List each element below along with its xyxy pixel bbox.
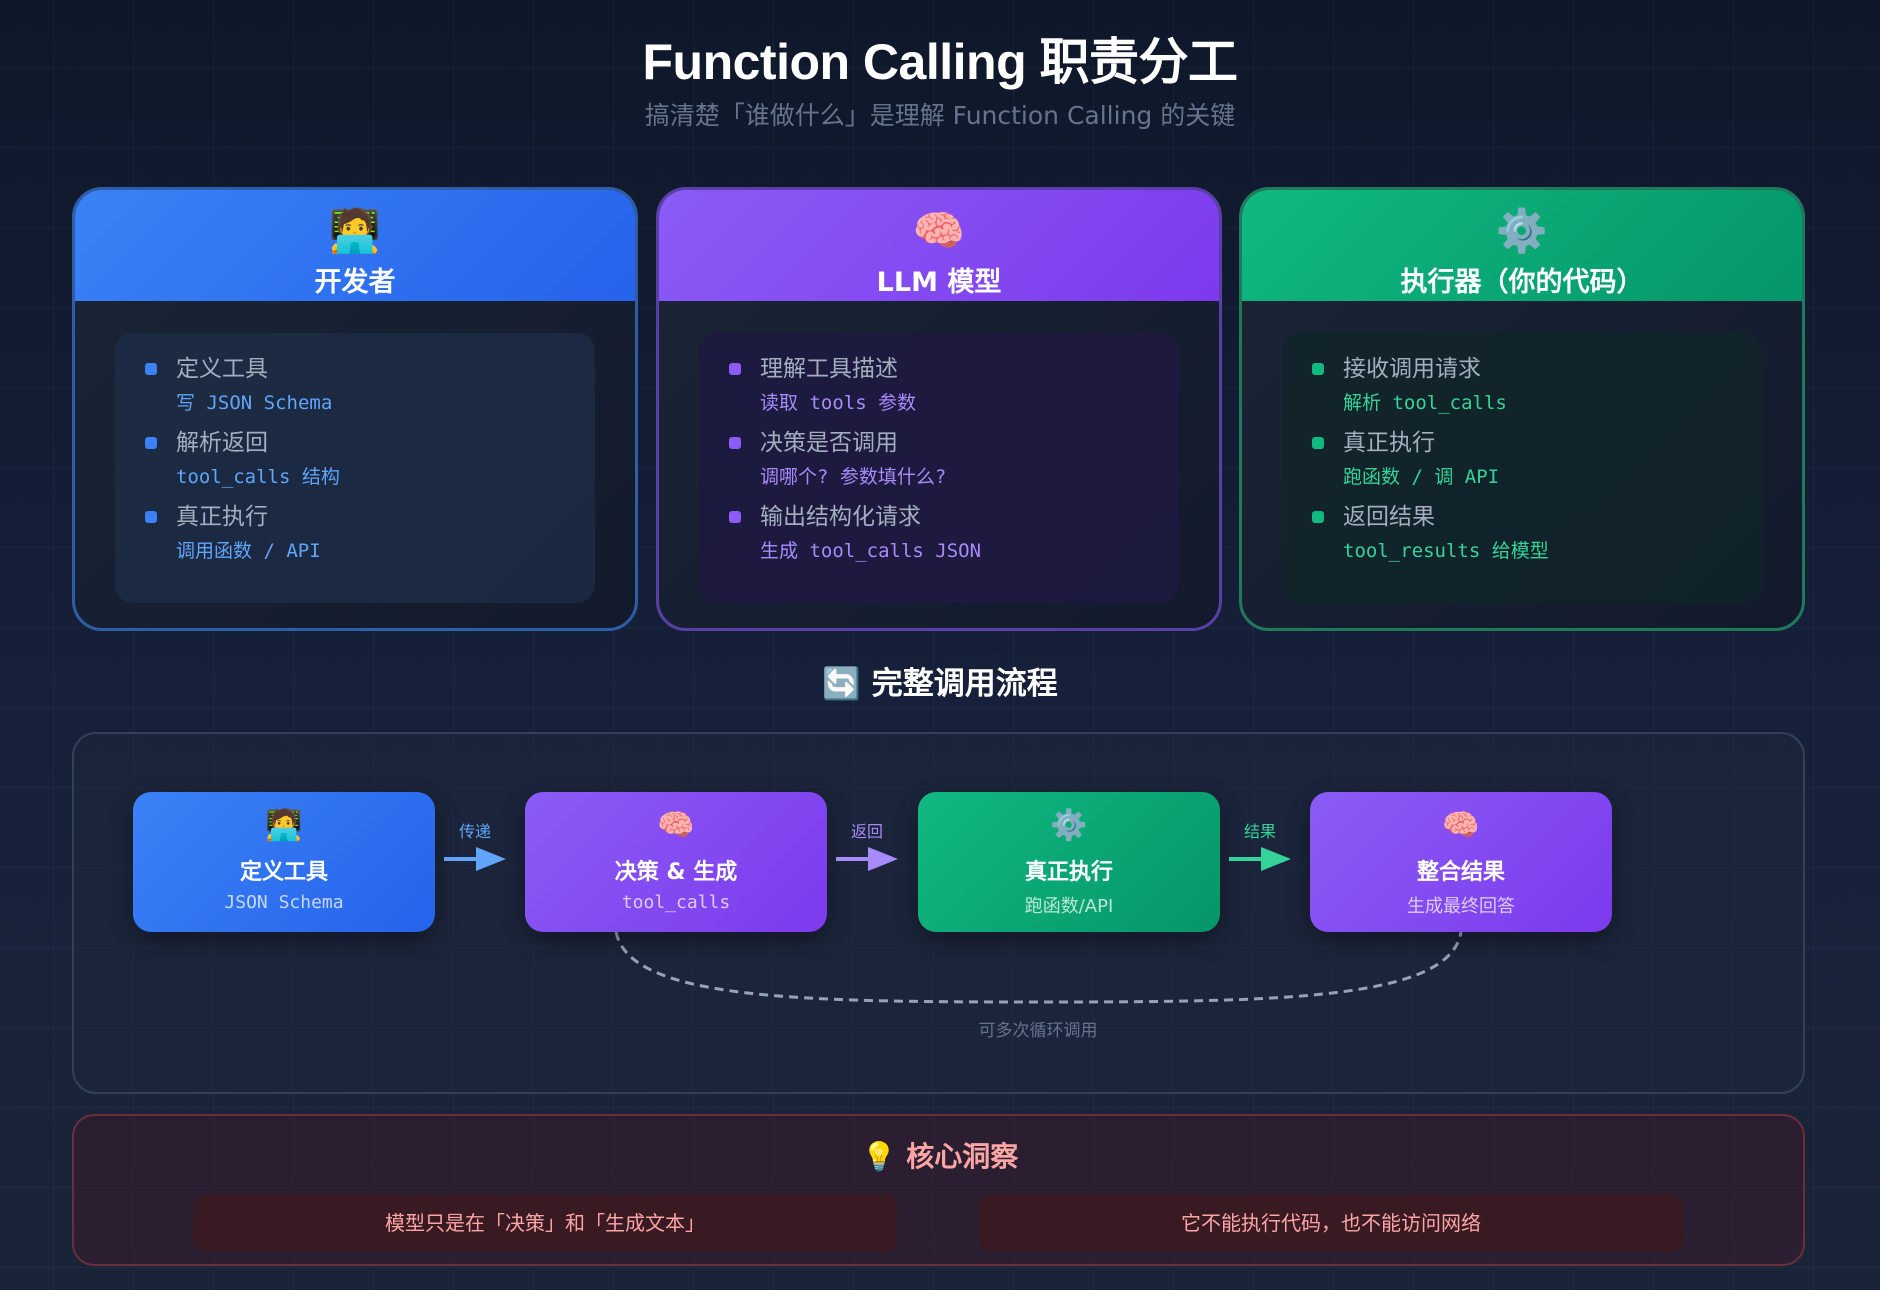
bullet-icon xyxy=(145,437,157,449)
role-card-developer: 🧑‍💻 开发者 定义工具 写 JSON Schema 解析返回 tool_cal… xyxy=(72,187,638,631)
item-title: 定义工具 xyxy=(176,356,268,382)
list-item: 真正执行 调用函数 / API xyxy=(145,499,595,567)
insight-title: 💡 核心洞察 xyxy=(0,1135,1880,1175)
card-header: 🧠 LLM 模型 xyxy=(659,190,1219,301)
flow-arrow-result: 结果 xyxy=(1229,822,1291,878)
page-subtitle: 搞清楚「谁做什么」是理解 Function Calling 的关键 xyxy=(644,101,1236,130)
step-title: 定义工具 xyxy=(239,860,328,885)
insight-title-text: 核心洞察 xyxy=(906,1140,1019,1173)
card-title: LLM 模型 xyxy=(876,267,1002,298)
step-subtitle: tool_calls xyxy=(621,892,731,913)
gear-icon: ⚙️ xyxy=(1495,206,1549,255)
arrow-right-icon xyxy=(836,847,898,871)
arrow-right-icon xyxy=(1229,847,1291,871)
gear-icon: ⚙️ xyxy=(1050,808,1088,843)
item-detail: 解析 tool_calls xyxy=(1343,392,1507,414)
card-body: 定义工具 写 JSON Schema 解析返回 tool_calls 结构 真正… xyxy=(115,333,595,603)
card-body: 理解工具描述 读取 tools 参数 决策是否调用 调哪个? 参数填什么? 输出… xyxy=(699,333,1179,603)
item-title: 决策是否调用 xyxy=(760,430,898,456)
item-detail: tool_calls 结构 xyxy=(176,466,340,488)
developer-icon: 🧑‍💻 xyxy=(265,808,303,843)
item-detail: 调用函数 / API xyxy=(176,540,321,562)
flow-step-define-tools: 🧑‍💻 定义工具 JSON Schema xyxy=(133,792,435,932)
item-title: 输出结构化请求 xyxy=(760,504,921,530)
refresh-icon: 🔄 xyxy=(822,666,861,702)
arrow-label: 返回 xyxy=(850,822,883,841)
card-header: ⚙️ 执行器（你的代码） xyxy=(1242,190,1802,301)
insight-point: 模型只是在「决策」和「生成文本」 xyxy=(193,1195,897,1251)
role-card-llm: 🧠 LLM 模型 理解工具描述 读取 tools 参数 决策是否调用 调哪个? … xyxy=(656,187,1222,631)
step-subtitle: 生成最终回答 xyxy=(1407,896,1515,917)
list-item: 真正执行 跑函数 / 调 API xyxy=(1312,425,1762,493)
flow-step-decide-generate: 🧠 决策 & 生成 tool_calls xyxy=(525,792,827,932)
brain-icon: 🧠 xyxy=(912,206,966,255)
card-header: 🧑‍💻 开发者 xyxy=(75,190,635,301)
page-title: Function Calling 职责分工 xyxy=(642,34,1238,90)
bullet-icon xyxy=(1312,363,1324,375)
step-title: 决策 & 生成 xyxy=(614,860,738,885)
bullet-icon xyxy=(1312,437,1324,449)
list-item: 返回结果 tool_results 给模型 xyxy=(1312,499,1762,567)
bullet-icon xyxy=(729,511,741,523)
bullet-icon xyxy=(145,511,157,523)
arrow-label: 传递 xyxy=(458,822,491,841)
item-title: 返回结果 xyxy=(1343,504,1435,530)
list-item: 解析返回 tool_calls 结构 xyxy=(145,425,595,493)
card-title: 执行器（你的代码） xyxy=(1400,267,1644,298)
item-detail: tool_results 给模型 xyxy=(1343,540,1549,562)
item-title: 接收调用请求 xyxy=(1343,356,1481,382)
bullet-icon xyxy=(729,437,741,449)
list-item: 定义工具 写 JSON Schema xyxy=(145,351,595,419)
flow-arrow-pass: 传递 xyxy=(444,822,506,878)
loop-label: 可多次循环调用 xyxy=(978,1021,1098,1041)
role-card-executor: ⚙️ 执行器（你的代码） 接收调用请求 解析 tool_calls 真正执行 跑… xyxy=(1239,187,1805,631)
bullet-icon xyxy=(1312,511,1324,523)
arrow-label: 结果 xyxy=(1243,822,1276,841)
item-title: 理解工具描述 xyxy=(760,356,898,382)
item-detail: 写 JSON Schema xyxy=(176,392,333,414)
list-item: 理解工具描述 读取 tools 参数 xyxy=(729,351,1179,419)
list-item: 输出结构化请求 生成 tool_calls JSON xyxy=(729,499,1179,567)
step-subtitle: 跑函数/API xyxy=(1024,896,1114,917)
insight-point: 它不能执行代码，也不能访问网络 xyxy=(979,1195,1683,1251)
flow-heading-text: 完整调用流程 xyxy=(871,666,1058,702)
list-item: 决策是否调用 调哪个? 参数填什么? xyxy=(729,425,1179,493)
developer-icon: 🧑‍💻 xyxy=(328,206,382,255)
step-title: 整合结果 xyxy=(1416,860,1505,885)
flow-arrow-return: 返回 xyxy=(836,822,898,878)
step-subtitle: JSON Schema xyxy=(224,892,344,913)
bullet-icon xyxy=(729,363,741,375)
step-title: 真正执行 xyxy=(1024,860,1113,885)
arrow-right-icon xyxy=(444,847,506,871)
flow-step-execute: ⚙️ 真正执行 跑函数/API xyxy=(918,792,1220,932)
card-title: 开发者 xyxy=(314,267,396,298)
card-body: 接收调用请求 解析 tool_calls 真正执行 跑函数 / 调 API 返回… xyxy=(1282,333,1762,603)
item-title: 真正执行 xyxy=(1343,430,1435,456)
bullet-icon xyxy=(145,363,157,375)
item-detail: 读取 tools 参数 xyxy=(760,392,917,414)
flow-step-integrate: 🧠 整合结果 生成最终回答 xyxy=(1310,792,1612,932)
list-item: 接收调用请求 解析 tool_calls xyxy=(1312,351,1762,419)
brain-icon: 🧠 xyxy=(1442,808,1480,843)
item-detail: 调哪个? 参数填什么? xyxy=(760,466,947,488)
flow-heading: 🔄 完整调用流程 xyxy=(0,658,1880,703)
item-title: 解析返回 xyxy=(176,430,268,456)
item-detail: 跑函数 / 调 API xyxy=(1343,466,1500,488)
lightbulb-icon: 💡 xyxy=(861,1140,897,1173)
item-title: 真正执行 xyxy=(176,504,268,530)
item-detail: 生成 tool_calls JSON xyxy=(760,540,982,562)
brain-icon: 🧠 xyxy=(657,808,695,843)
